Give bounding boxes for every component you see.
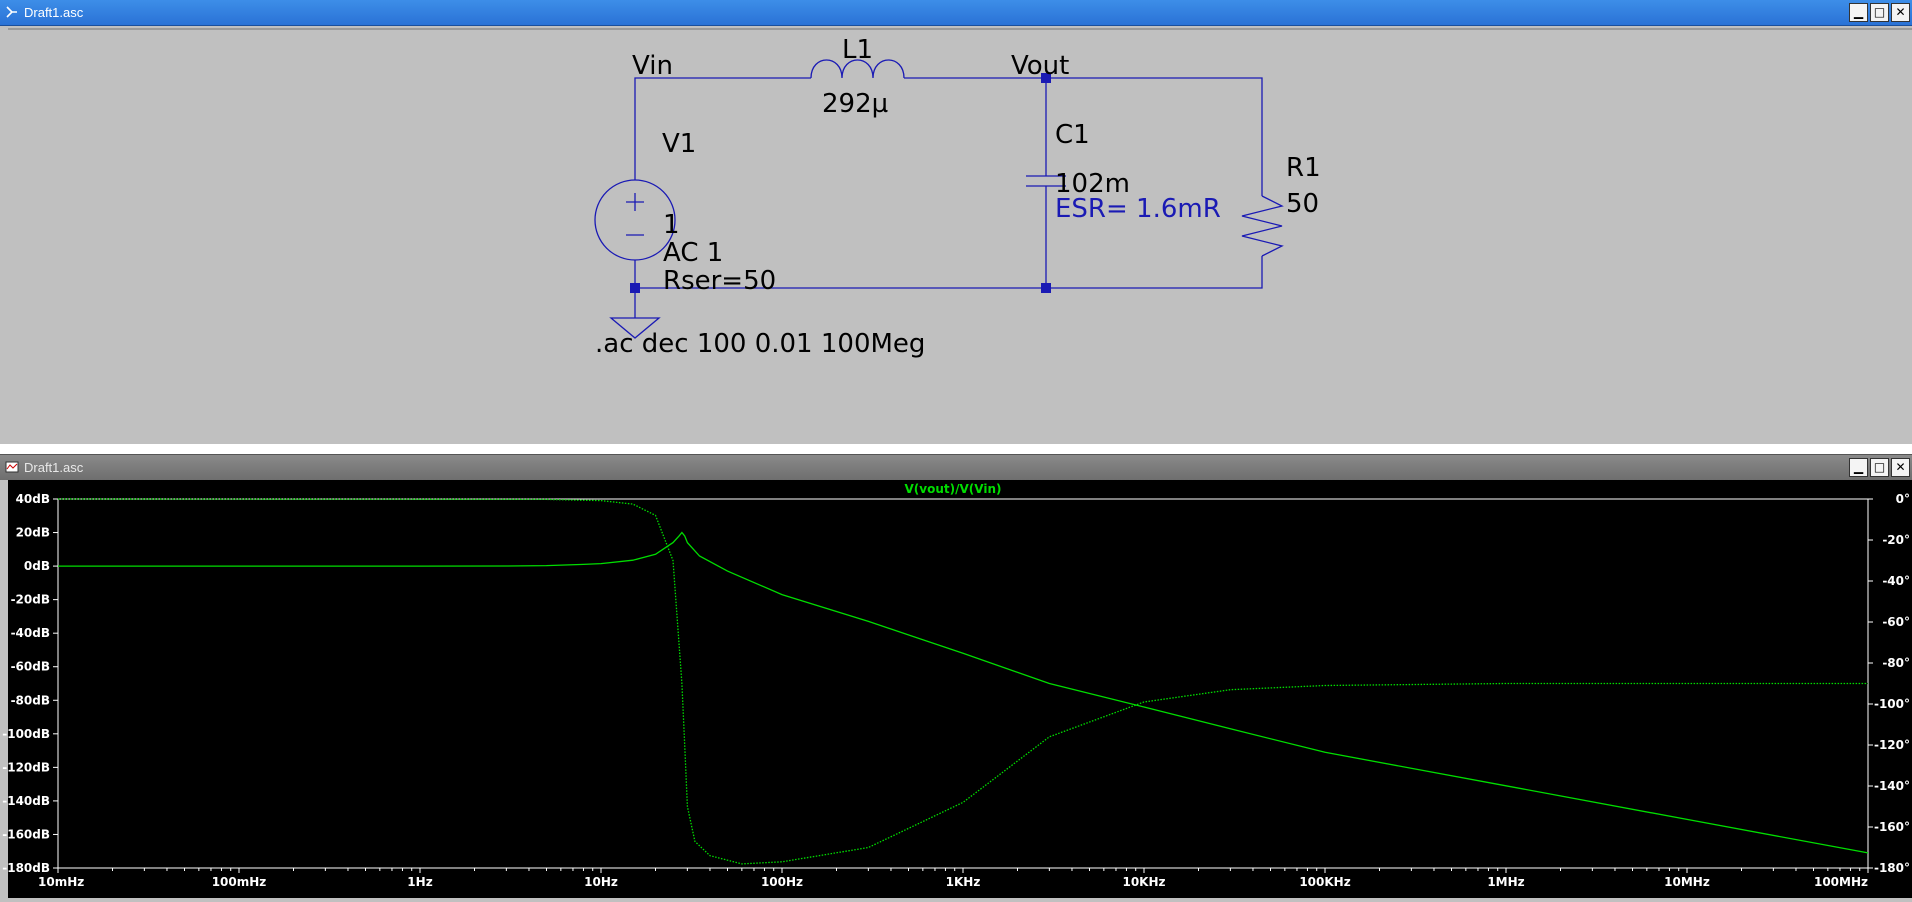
y-left-tick-label: -120dB <box>2 760 50 774</box>
waveform-app-icon <box>5 461 19 473</box>
y-left-tick-label: -100dB <box>2 727 50 741</box>
close-button[interactable]: ✕ <box>1891 458 1910 477</box>
schematic-window-title: Draft1.asc <box>24 5 84 20</box>
bode-plot[interactable]: V(vout)/V(Vin) 10mHz 100mHz 1Hz 10Hz 100Hz 1KH… <box>2 480 1912 898</box>
schematic-title-bar[interactable]: Draft1.asc ▁ □ ✕ <box>0 0 1912 26</box>
r1-value-label[interactable]: 50 <box>1286 189 1319 219</box>
spice-directive[interactable]: .ac dec 100 0.01 100Meg <box>595 329 925 359</box>
waveform-plot-pane[interactable]: V(vout)/V(Vin) 10mHz 100mHz 1Hz 10Hz 100Hz 1KH… <box>2 480 1912 898</box>
net-label-vout[interactable]: Vout <box>1011 51 1069 81</box>
x-tick-label: 10mHz <box>38 875 84 889</box>
y-left-tick-label: -140dB <box>2 794 50 808</box>
plot-frame <box>57 498 1869 869</box>
maximize-button[interactable]: □ <box>1870 3 1889 22</box>
y-right-tick-label: -60° <box>1882 615 1910 629</box>
maximize-button[interactable]: □ <box>1870 458 1889 477</box>
c1-name-label[interactable]: C1 <box>1055 120 1090 150</box>
y-right-tick-label: -100° <box>1874 697 1910 711</box>
x-tick-label: 1Hz <box>407 875 432 889</box>
l1-name-label[interactable]: L1 <box>842 35 873 65</box>
v1-ac-label[interactable]: AC 1 <box>663 238 723 268</box>
y-left-tick-label: -80dB <box>11 693 50 707</box>
phase-trace <box>57 498 1868 865</box>
net-label-vin[interactable]: Vin <box>632 51 673 81</box>
y-left-tick-label: -160dB <box>2 827 50 841</box>
x-tick-label: 10Hz <box>584 875 618 889</box>
c1-value-label[interactable]: 102m <box>1055 169 1130 199</box>
v1-polarity-marks <box>626 193 644 236</box>
wire-vout <box>904 77 1263 196</box>
waveform-title-bar[interactable]: Draft1.asc ▁ □ ✕ <box>0 454 1912 480</box>
l1-value-label[interactable]: 292µ <box>822 89 888 119</box>
v1-name-label[interactable]: V1 <box>662 129 696 159</box>
y-right-tick-label: -80° <box>1882 656 1910 670</box>
waveform-window-title: Draft1.asc <box>24 460 84 475</box>
y-left-tick-label: 0dB <box>24 559 50 573</box>
capacitor-c1-symbol <box>1026 78 1066 288</box>
y-left-tick-label: 40dB <box>16 492 50 506</box>
minimize-button[interactable]: ▁ <box>1849 458 1868 477</box>
r1-name-label[interactable]: R1 <box>1286 153 1321 183</box>
y-right-tick-label: -120° <box>1874 738 1910 752</box>
plot-title: V(vout)/V(Vin) <box>905 482 1002 496</box>
y-left-tick-label: -60dB <box>11 660 50 674</box>
x-tick-label: 100mHz <box>212 875 267 889</box>
pane-divider[interactable] <box>0 444 1912 454</box>
magnitude-trace <box>58 531 1869 854</box>
resistor-r1-symbol <box>1241 195 1284 257</box>
inductor-l1-symbol <box>810 59 905 79</box>
junction-dots <box>630 73 1051 293</box>
x-tick-label: 100MHz <box>1814 875 1868 889</box>
x-tick-label: 100KHz <box>1299 875 1350 889</box>
y-right-tick-label: -140° <box>1874 779 1910 793</box>
schematic-app-icon <box>6 6 17 18</box>
x-tick-label: 10MHz <box>1664 875 1710 889</box>
minimize-button[interactable]: ▁ <box>1849 3 1868 22</box>
close-button[interactable]: ✕ <box>1891 3 1910 22</box>
x-tick-label: 10KHz <box>1122 875 1165 889</box>
y-right-tick-label: -160° <box>1874 820 1910 834</box>
wire-gnd <box>635 256 1263 289</box>
schematic-window-controls: ▁ □ ✕ <box>1849 3 1910 22</box>
x-tick-label: 1MHz <box>1487 875 1524 889</box>
wires <box>594 59 1284 339</box>
x-tick-label: 1KHz <box>946 875 981 889</box>
y-left-tick-label: -40dB <box>11 626 50 640</box>
x-tick-label: 100Hz <box>761 875 803 889</box>
y-right-tick-label: -180° <box>1874 861 1910 875</box>
v1-value-label[interactable]: 1 <box>663 210 680 240</box>
y-right-tick-label: -20° <box>1882 533 1910 547</box>
y-left-tick-label: -180dB <box>2 861 50 875</box>
schematic-canvas[interactable]: Vin L1 292µ Vout V1 1 AC 1 Rser=50 C1 10… <box>8 28 1912 445</box>
y-left-tick-label: -20dB <box>11 593 50 607</box>
c1-esr-label[interactable]: ESR= 1.6mR <box>1055 194 1221 224</box>
waveform-window-controls: ▁ □ ✕ <box>1849 458 1910 477</box>
v1-rser-label[interactable]: Rser=50 <box>663 266 776 296</box>
y-right-tick-label: -40° <box>1882 574 1910 588</box>
y-left-tick-label: 20dB <box>16 526 50 540</box>
wire-vin <box>634 77 811 94</box>
y-right-tick-label: 0° <box>1896 492 1910 506</box>
schematic-drawing[interactable]: Vin L1 292µ Vout V1 1 AC 1 Rser=50 C1 10… <box>8 30 1912 445</box>
